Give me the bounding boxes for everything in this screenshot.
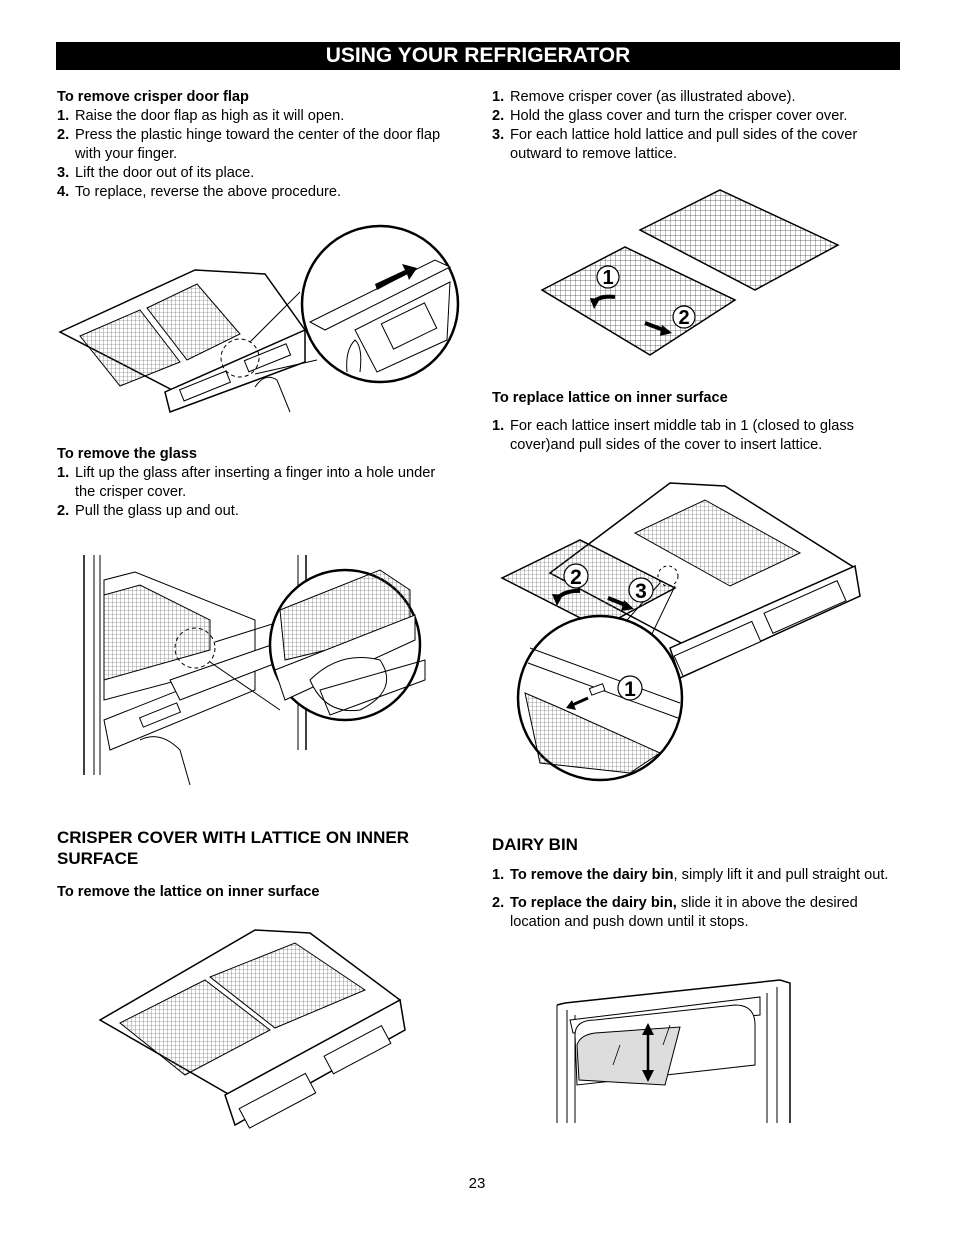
flap-instructions: To remove crisper door flap 1.Raise the … <box>57 88 457 202</box>
lattice-remove-step: 1.Remove crisper cover (as illustrated a… <box>492 89 796 105</box>
page-number: 23 <box>468 1175 486 1192</box>
remove-glass-illustration <box>80 550 470 790</box>
lattice-replace-instructions: To replace lattice on inner surface 1.Fo… <box>492 389 897 455</box>
lattice-replace-step: 1.For each lattice insert middle tab in … <box>492 418 854 453</box>
callout-number: 1 <box>602 267 613 289</box>
glass-step: 1.Lift up the glass after inserting a fi… <box>57 465 436 500</box>
glass-heading: To remove the glass <box>57 446 198 462</box>
page-title: USING YOUR REFRIGERATOR <box>56 42 900 70</box>
dairy-bin-illustration <box>555 975 795 1125</box>
dairy-step: 1.To remove the dairy bin, simply lift i… <box>492 867 889 883</box>
lattice-removal-illustration: 1 2 <box>540 185 840 360</box>
callout-number: 2 <box>570 566 582 589</box>
lattice-section: CRISPER COVER WITH LATTICE ON INNER SURF… <box>57 827 467 902</box>
dairy-section: DAIRY BIN 1.To remove the dairy bin, sim… <box>492 834 897 932</box>
flap-step: 2.Press the plastic hinge toward the cen… <box>57 127 441 162</box>
lattice-section-heading: CRISPER COVER WITH LATTICE ON INNER SURF… <box>57 828 409 868</box>
lattice-remove-heading: To remove the lattice on inner surface <box>57 884 320 900</box>
crisper-cover-illustration <box>95 925 415 1130</box>
flap-step: 4.To replace, reverse the above procedur… <box>57 184 342 200</box>
flap-step: 1.Raise the door flap as high as it will… <box>57 108 345 124</box>
glass-step: 2.Pull the glass up and out. <box>57 503 239 519</box>
dairy-step: 2.To replace the dairy bin, slide it in … <box>492 895 858 930</box>
flap-heading: To remove crisper door flap <box>57 89 249 105</box>
dairy-section-heading: DAIRY BIN <box>492 835 578 854</box>
glass-instructions: To remove the glass 1.Lift up the glass … <box>57 445 457 521</box>
callout-number: 3 <box>635 580 647 603</box>
callout-number: 1 <box>624 678 636 701</box>
lattice-remove-instructions: 1.Remove crisper cover (as illustrated a… <box>492 88 897 164</box>
callout-number: 2 <box>678 307 689 329</box>
flap-step: 3.Lift the door out of its place. <box>57 165 255 181</box>
lattice-replace-heading: To replace lattice on inner surface <box>492 390 728 406</box>
lattice-insert-illustration: 2 3 1 <box>500 478 865 783</box>
lattice-remove-step: 3.For each lattice hold lattice and pull… <box>492 127 858 162</box>
crisper-flap-illustration <box>55 212 465 417</box>
lattice-remove-step: 2.Hold the glass cover and turn the cris… <box>492 108 848 124</box>
